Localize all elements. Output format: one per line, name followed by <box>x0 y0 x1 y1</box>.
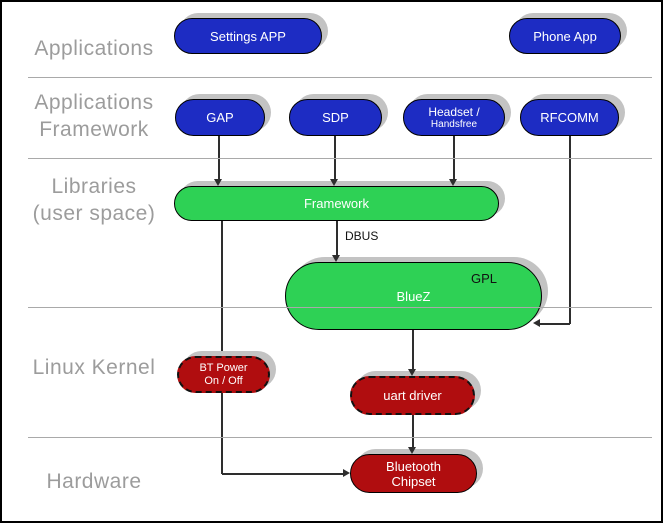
separator-libraries-kernel <box>28 307 652 308</box>
gpl-license-tag: GPL <box>470 271 497 286</box>
node-phone-app: Phone App <box>509 18 621 54</box>
edge-label-dbus: DBUS <box>345 229 379 243</box>
layer-label-applications-framework-line2: Framework <box>39 118 149 141</box>
separator-applications-framework <box>28 158 652 159</box>
edge-framework-to-chipset-vertical <box>221 221 223 474</box>
edge-sdp-to-framework <box>334 136 336 179</box>
node-bt-power: BT Power On / Off <box>177 356 270 393</box>
node-sdp: SDP <box>289 99 382 136</box>
edge-bluez-to-uart <box>412 330 414 369</box>
edge-gap-to-framework <box>218 136 220 179</box>
arrowhead-sdp-to-framework-icon <box>330 179 338 186</box>
node-chipset-label-line1: Bluetooth <box>386 458 441 474</box>
node-bluez-label: BlueZ <box>396 288 431 304</box>
arrowhead-bluez-to-uart-icon <box>408 369 416 376</box>
arrowhead-gap-to-framework-icon <box>214 179 222 186</box>
separator-applications <box>28 77 652 78</box>
node-uart-driver: uart driver <box>350 376 475 415</box>
node-framework: Framework <box>174 186 499 221</box>
node-bluez: BlueZ GPL <box>285 262 542 330</box>
node-bt-power-label-line1: BT Power <box>199 361 248 374</box>
node-bt-power-label-line2: On / Off <box>204 374 243 387</box>
arrowhead-rfcomm-to-bluez-icon <box>533 319 540 327</box>
arrowhead-framework-to-chipset-icon <box>343 469 350 477</box>
edge-rfcomm-to-bluez-vertical <box>569 136 571 324</box>
node-chipset-label-line2: Chipset <box>391 473 436 489</box>
node-bluetooth-chipset: Bluetooth Chipset <box>350 454 477 493</box>
layer-label-applications: Applications <box>34 37 154 60</box>
arrowhead-headset-to-framework-icon <box>449 179 457 186</box>
node-settings-app: Settings APP <box>174 18 322 54</box>
node-headset-label-line1: Headset / <box>428 104 480 119</box>
node-headset-handsfree: Headset / Handsfree <box>403 99 505 136</box>
edge-framework-to-bluez <box>336 221 338 255</box>
layer-label-libraries: Libraries (user space) <box>19 173 169 227</box>
layer-label-linux-kernel: Linux Kernel <box>32 356 156 379</box>
node-rfcomm: RFCOMM <box>520 99 619 136</box>
layer-label-applications-framework-line1: Applications <box>34 91 154 114</box>
edge-framework-to-chipset-horizontal <box>222 473 343 475</box>
arrowhead-uart-to-chipset-icon <box>408 447 416 454</box>
layer-label-libraries-line1: Libraries <box>51 175 137 198</box>
edge-rfcomm-to-bluez-horizontal <box>540 323 570 325</box>
edge-uart-to-chipset <box>412 415 414 447</box>
node-headset-label-line2: Handsfree <box>430 118 478 130</box>
layer-label-libraries-line2: (user space) <box>32 202 156 225</box>
edge-headset-to-framework <box>453 136 455 179</box>
layer-label-applications-framework: Applications Framework <box>19 89 169 143</box>
separator-kernel-hardware <box>28 437 652 438</box>
layer-label-hardware: Hardware <box>46 470 142 493</box>
arrowhead-framework-to-bluez-icon <box>332 255 340 262</box>
node-gap: GAP <box>175 99 265 136</box>
